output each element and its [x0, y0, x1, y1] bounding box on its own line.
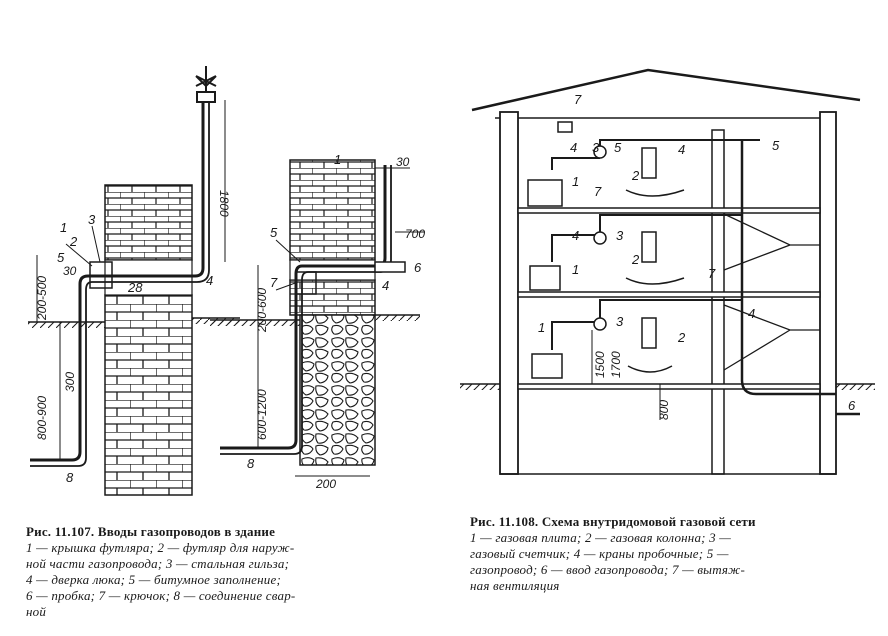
r-callout-3b: 3 — [616, 228, 624, 243]
dim-800: 800 — [657, 400, 671, 420]
callout-1: 1 — [60, 220, 67, 235]
callout-5: 5 — [57, 250, 65, 265]
dim-200-500: 200-500 — [35, 276, 49, 321]
r-callout-5a: 5 — [614, 140, 622, 155]
r-callout-1b: 1 — [572, 262, 579, 277]
technical-drawing: 1800 200-500 800-900 300 30 1 2 3 5 28 4… — [28, 66, 875, 496]
legend-line: газовый счетчик; 4 — краны пробочные; 5 … — [470, 546, 729, 561]
r-callout-2b: 2 — [631, 252, 640, 267]
dim-30-b: 30 — [396, 155, 410, 169]
callout-28: 28 — [127, 280, 143, 295]
dim-800-900: 800-900 — [35, 396, 49, 440]
caption-title-right: Рис. 11.108. Схема внутридомовой газовой… — [470, 514, 756, 529]
callout-8-b: 8 — [247, 456, 255, 471]
dim-200-600: 200-600 — [255, 288, 269, 333]
r-callout-1c: 1 — [538, 320, 545, 335]
r-callout-2a: 2 — [631, 168, 640, 183]
gas-column-floor3 — [641, 147, 657, 179]
r-callout-4a: 4 — [570, 140, 577, 155]
gas-branch-floor1 — [551, 299, 742, 350]
callout-8: 8 — [66, 470, 74, 485]
brick-wall-upper — [104, 184, 193, 261]
r-callout-6: 6 — [848, 398, 856, 413]
dim-30: 30 — [63, 264, 77, 278]
caption-right: Рис. 11.108. Схема внутридомовой газовой… — [470, 514, 870, 594]
dim-1800: 1800 — [217, 190, 231, 217]
legend-line: газопровод; 6 — ввод газопровода; 7 — вы… — [470, 562, 746, 577]
callout-5-b: 5 — [270, 225, 278, 240]
right-house-scheme: 1500 1700 800 7 4 3 5 4 5 2 1 7 4 3 2 1 … — [460, 68, 875, 475]
gas-meter-floor2 — [593, 231, 607, 245]
gas-meter-floor1 — [593, 317, 607, 331]
r-callout-7b: 7 — [594, 184, 602, 199]
left-outer-wall — [499, 111, 519, 475]
rubble-foundation — [299, 314, 376, 466]
stairwell — [723, 213, 820, 371]
legend-line: 1 — крышка футляра; 2 — футляр для наруж… — [26, 540, 295, 555]
r-callout-4c: 4 — [572, 228, 579, 243]
gas-branch-floor2 — [551, 214, 742, 262]
vent-duct — [557, 121, 573, 133]
caption-left: Рис. 11.107. Вводы газопроводов в здание… — [26, 524, 446, 620]
gas-stove-floor1 — [531, 353, 563, 379]
dim-1500: 1500 — [593, 351, 607, 378]
dim-1700: 1700 — [609, 351, 623, 378]
r-callout-7c: 7 — [708, 266, 716, 281]
r-callout-4d: 4 — [748, 306, 755, 321]
legend-line: 4 — дверка люка; 5 — битумное заполнение… — [26, 572, 281, 587]
legend-line: ная вентиляция — [470, 578, 560, 593]
callout-6: 6 — [414, 260, 422, 275]
callout-3: 3 — [88, 212, 96, 227]
r-callout-2c: 2 — [677, 330, 686, 345]
callout-1-b: 1 — [334, 152, 341, 167]
gas-column-floor2 — [641, 231, 657, 263]
callout-7: 7 — [270, 275, 278, 290]
right-outer-wall — [819, 111, 837, 475]
r-callout-7a: 7 — [574, 92, 582, 107]
roof — [471, 68, 861, 112]
r-callout-4b: 4 — [678, 142, 685, 157]
dim-200: 200 — [315, 477, 336, 491]
legend-line: ной — [26, 604, 47, 619]
r-callout-1a: 1 — [572, 174, 579, 189]
gas-stove-floor3 — [527, 179, 563, 207]
gas-meter-floor3 — [593, 145, 607, 159]
dim-700: 700 — [405, 227, 425, 241]
legend-line: 6 — пробка; 7 — крючок; 8 — соединение с… — [26, 588, 296, 603]
gas-stove-floor2 — [529, 265, 561, 291]
concrete-block-wall — [104, 294, 193, 496]
r-callout-3a: 3 — [592, 140, 600, 155]
callout-2: 2 — [69, 234, 78, 249]
legend-line: 1 — газовая плита; 2 — газовая колонна; … — [470, 530, 732, 545]
caption-title-left: Рис. 11.107. Вводы газопроводов в здание — [26, 524, 276, 539]
left-entry-1: 1800 200-500 800-900 300 30 1 2 3 5 28 4… — [28, 66, 240, 496]
legend-line: ной части газопровода; 3 — стальная гиль… — [26, 556, 290, 571]
callout-4: 4 — [206, 273, 213, 288]
gas-column-floor1 — [641, 317, 657, 349]
brick-wall-upper-2 — [289, 159, 376, 261]
callout-4-b: 4 — [382, 278, 389, 293]
gas-main-riser — [740, 140, 860, 416]
center-wall — [711, 129, 725, 475]
gas-riser-pipe — [30, 100, 205, 462]
dim-300: 300 — [63, 372, 77, 392]
r-callout-5b: 5 — [772, 138, 780, 153]
left-entry-2: 200-600 600-1200 200 700 30 1 5 6 7 4 8 — [210, 152, 425, 491]
dim-600-1200: 600-1200 — [255, 389, 269, 440]
r-callout-3c: 3 — [616, 314, 624, 329]
